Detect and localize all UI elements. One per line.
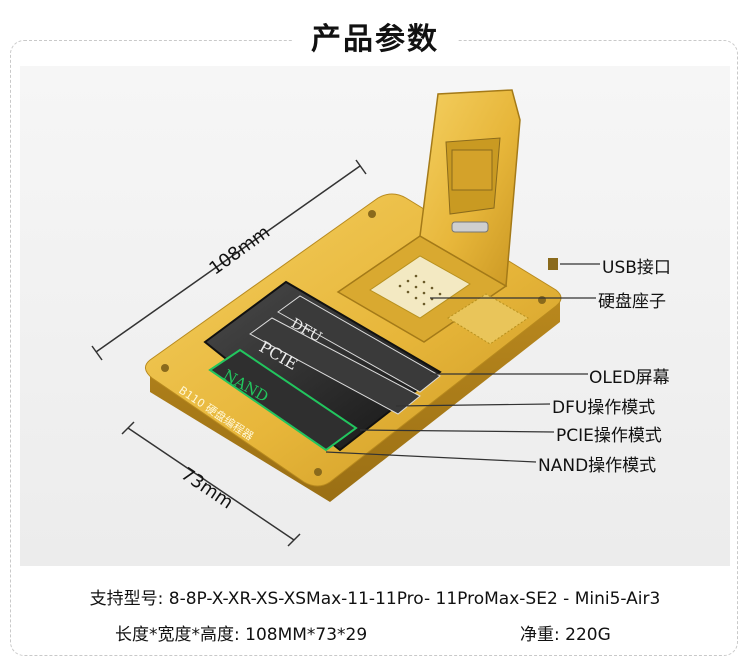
dimension-line-length bbox=[95, 165, 361, 353]
dimension-line-width bbox=[127, 427, 295, 541]
screen-row-nand bbox=[208, 348, 358, 452]
callout-dfu: DFU操作模式 bbox=[552, 398, 656, 418]
callout-pcie: PCIE操作模式 bbox=[556, 426, 662, 446]
spec-size: 长度*宽度*高度: 108MM*73*29 bbox=[115, 625, 368, 645]
leader-dfu bbox=[395, 403, 551, 407]
page-title: 产品参数 bbox=[0, 14, 750, 58]
screen-row-pcie bbox=[249, 317, 421, 415]
callout-usb: USB接口 bbox=[602, 258, 671, 278]
usb-port bbox=[548, 258, 558, 270]
lid-hinge bbox=[451, 221, 489, 233]
mesh-pad bbox=[447, 293, 529, 345]
spec-supported-models: 支持型号: 8-8P-X-XR-XS-XSMax-11-11Pro- 11Pro… bbox=[89, 589, 661, 609]
callout-nand: NAND操作模式 bbox=[538, 456, 657, 476]
screw bbox=[368, 210, 376, 218]
leader-nand bbox=[325, 451, 537, 463]
socket-lid-pad bbox=[451, 149, 493, 191]
callout-hdd-socket: 硬盘座子 bbox=[598, 292, 666, 312]
screw bbox=[314, 468, 322, 476]
callout-oled: OLED屏幕 bbox=[589, 368, 670, 388]
screw bbox=[538, 296, 546, 304]
spec-weight: 净重: 220G bbox=[520, 625, 611, 645]
screw bbox=[161, 364, 169, 372]
socket-pins bbox=[398, 274, 442, 306]
leader-pcie bbox=[359, 429, 555, 433]
screen-row-dfu bbox=[277, 295, 441, 393]
hdd-socket-center bbox=[369, 255, 471, 319]
